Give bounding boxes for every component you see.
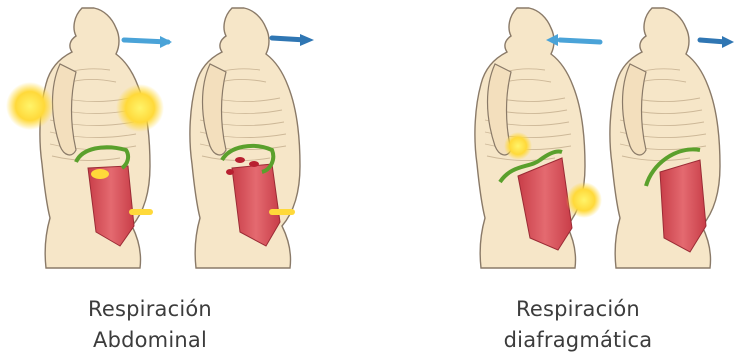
highlight-marker <box>504 132 532 160</box>
highlight-marker <box>566 182 602 218</box>
caption-diafragmatica-line2: diafragmática <box>463 325 693 356</box>
caption-abdominal-line2: Abdominal <box>40 325 260 356</box>
caption-diafragmatica: Respiración diafragmática <box>463 294 693 356</box>
diafragmatica-figure-2 <box>610 8 734 268</box>
abdominal-figure-1 <box>6 8 172 268</box>
caption-abdominal-line1: Respiración <box>40 294 260 325</box>
highlight-marker <box>116 84 164 132</box>
diafragmatica-figure-1 <box>475 8 602 268</box>
abdominal-figure-2 <box>190 8 314 268</box>
caption-abdominal: Respiración Abdominal <box>40 294 260 356</box>
caption-diafragmatica-line1: Respiración <box>463 294 693 325</box>
highlight-marker <box>6 82 54 130</box>
air-arrow <box>560 40 600 42</box>
